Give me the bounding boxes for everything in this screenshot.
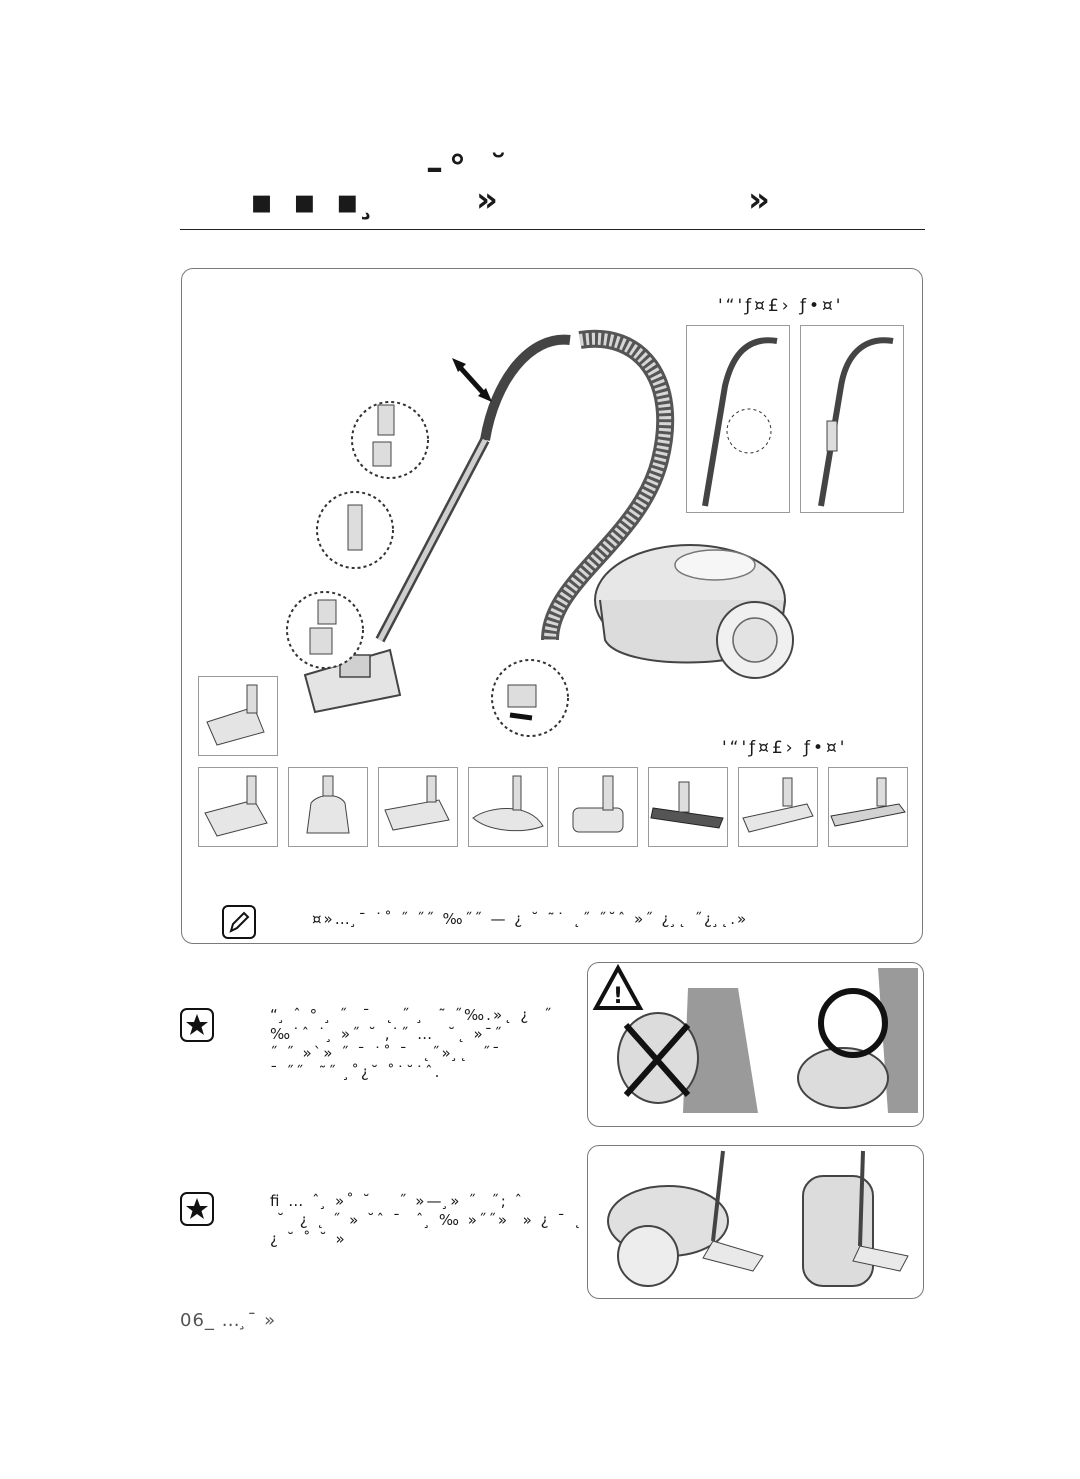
tool-6-image	[650, 781, 724, 829]
tool-box-3	[378, 767, 458, 847]
pipe-variant-2-image	[818, 337, 894, 507]
tool-8-image	[830, 777, 906, 827]
tool-box-2	[288, 767, 368, 847]
carry-handle-image: !	[592, 963, 918, 1113]
tool-box-7	[738, 767, 818, 847]
caution-star-icon	[180, 1008, 214, 1042]
tool-2-image	[306, 775, 350, 834]
caption-tool-variants: '“'ƒ¤£› ƒ•¤'	[722, 738, 848, 758]
storage-image	[607, 1150, 909, 1287]
title-arrow-2: »	[748, 180, 770, 220]
header-rule	[180, 229, 925, 230]
pipe-variant-box-1	[686, 325, 790, 513]
caution-star-icon	[180, 1192, 214, 1226]
assembly-panel	[181, 268, 923, 944]
tool-3-image	[384, 775, 450, 831]
caption-pipe-variants: '“'ƒ¤£› ƒ•¤'	[718, 296, 844, 316]
pipe-variant-1-image	[702, 337, 778, 507]
tool-box-1	[198, 767, 278, 847]
section-title-line1: –° ˘	[426, 148, 513, 188]
nozzle-thumbnail	[198, 676, 278, 756]
title-arrow-1: »	[476, 180, 498, 220]
tool-1-image	[204, 775, 268, 837]
warning-2-text: ﬁ … ˆ ̧ »˚ ˘ ˝ »— ̧» ˝ ˝; ˆ ˘ ¿ ˛ ˝ » ˘ˆ…	[270, 1192, 584, 1248]
warning-1-text: “ ̧ ˆ ° ̧ ˝ ˉ ˛ ˝ ̧ ˜ ˝‰.»˛ ¿ ˝ ‰˙ˆ ˙ ̧ …	[270, 1006, 554, 1081]
tool-7-image	[742, 777, 814, 833]
carry-handle-illustration: !	[587, 962, 924, 1127]
storage-illustration	[587, 1145, 924, 1299]
note-text: ¤»… ̧ˉ ˙˚ ˝ ˝˝ ‰˝˝ — ¿ ˘ ˜˙ ˛˝ ˝˘ˆ »˝ ¿ …	[312, 910, 749, 928]
note-pencil-icon	[222, 905, 256, 939]
page-number: 06_ … ̧ˉ »	[180, 1310, 277, 1331]
tool-box-5	[558, 767, 638, 847]
tool-4-image	[472, 775, 544, 832]
nozzle-thumbnail-image	[206, 684, 265, 746]
tool-box-8	[828, 767, 908, 847]
tool-box-4	[468, 767, 548, 847]
pipe-variant-box-2	[800, 325, 904, 513]
vacuum-assembly-illustration	[286, 329, 794, 737]
tool-5-image	[572, 775, 624, 833]
tool-box-6	[648, 767, 728, 847]
section-title-line2: ▪ ▪ ▪ ̧	[250, 182, 379, 222]
svg-text:!: !	[613, 984, 623, 1009]
